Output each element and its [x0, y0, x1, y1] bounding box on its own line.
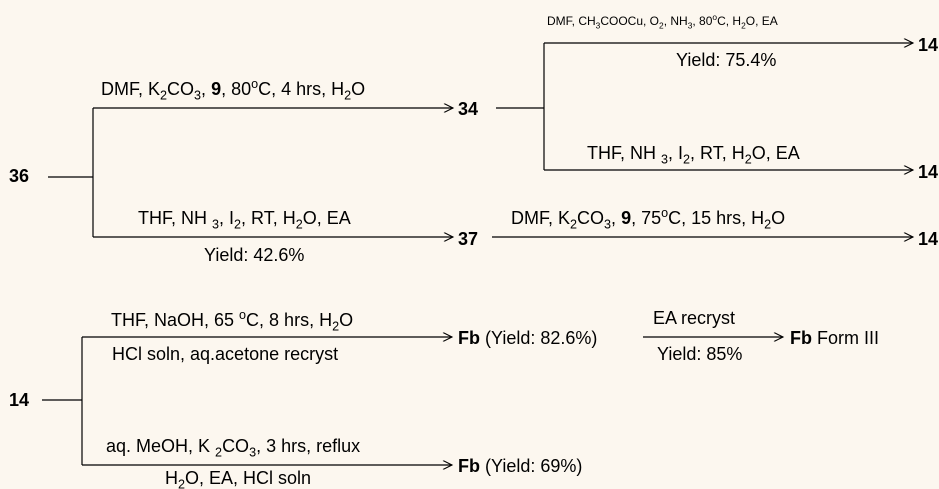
product-fb-form3: Fb Form III [790, 328, 880, 348]
conditions-14-to-fb-2: aq. MeOH, K 2CO3, 3 hrs, reflux [106, 436, 361, 460]
compound-14-mid: 14 [918, 162, 939, 182]
compound-37: 37 [458, 229, 479, 249]
product-fb-2: Fb (Yield: 69%) [458, 456, 583, 476]
compound-14-start: 14 [9, 390, 30, 410]
conditions-14-to-fb: THF, NaOH, 65 oC, 8 hrs, H2O [111, 308, 354, 334]
conditions-34-to-14-mid: THF, NH 3, I2, RT, H2O, EA [587, 143, 800, 167]
workup-14-to-fb-2: H2O, EA, HCl soln [165, 468, 312, 489]
conditions-36-to-37: THF, NH 3, I2, RT, H2O, EA [138, 208, 351, 232]
product-fb: Fb (Yield: 82.6%) [458, 328, 598, 348]
conditions-34-to-14-top: DMF, CH3COOCu, O2, NH3, 80oC, H2O, EA [547, 12, 778, 31]
compound-34: 34 [458, 99, 479, 119]
compound-14-top: 14 [918, 35, 939, 55]
conditions-37-to-14: DMF, K2CO3, 9, 75oC, 15 hrs, H2O [511, 206, 786, 232]
workup-14-to-fb: HCl soln, aq.acetone recryst [112, 344, 339, 364]
yield-36-to-37: Yield: 42.6% [204, 245, 305, 265]
yield-fb-to-form3: Yield: 85% [657, 344, 743, 364]
conditions-fb-to-form3: EA recryst [653, 308, 736, 328]
compound-14-low: 14 [918, 229, 939, 249]
compound-36: 36 [9, 166, 30, 186]
yield-34-to-14-top: Yield: 75.4% [676, 50, 777, 70]
conditions-36-to-34: DMF, K2CO3, 9, 80oC, 4 hrs, H2O [101, 77, 366, 103]
